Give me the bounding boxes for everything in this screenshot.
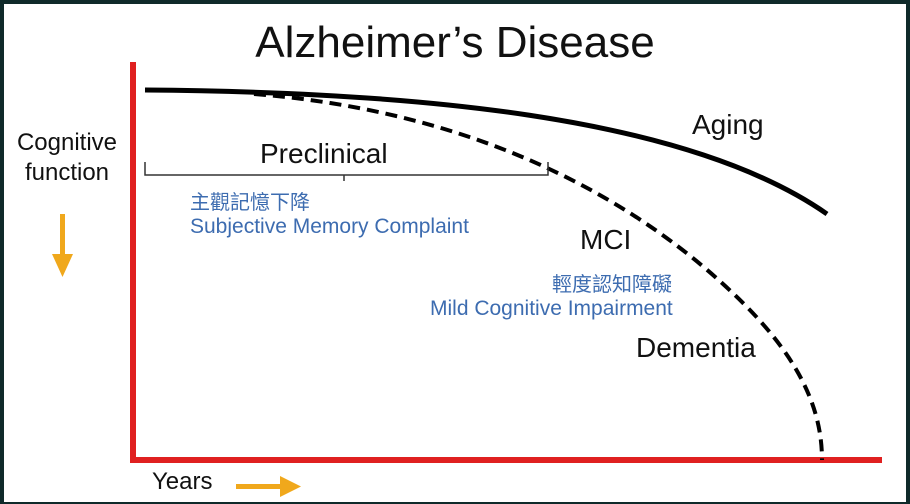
aging-label: Aging (692, 109, 764, 140)
y-axis-label: Cognitive function (16, 129, 118, 186)
smc-english-label: Subjective Memory Complaint (190, 215, 469, 238)
diagram-title: Alzheimer’s Disease (255, 18, 655, 67)
disease-curve (253, 92, 824, 461)
mci-chinese-label: 輕度認知障礙 (552, 272, 672, 296)
diagram-canvas (52, 62, 882, 497)
mci-english-label: Mild Cognitive Impairment (430, 297, 673, 320)
dementia-label: Dementia (636, 332, 756, 363)
arrow-right-icon (236, 476, 301, 497)
mci-label: MCI (580, 224, 632, 255)
preclinical-label: Preclinical (260, 138, 388, 169)
smc-chinese-label: 主觀記憶下降 (190, 190, 310, 214)
x-axis-label: Years (152, 468, 213, 495)
preclinical-bracket (144, 162, 549, 181)
diagram-slide: Alzheimer’s Disease Cognitive function P… (4, 4, 906, 502)
arrow-down-icon (52, 214, 73, 277)
